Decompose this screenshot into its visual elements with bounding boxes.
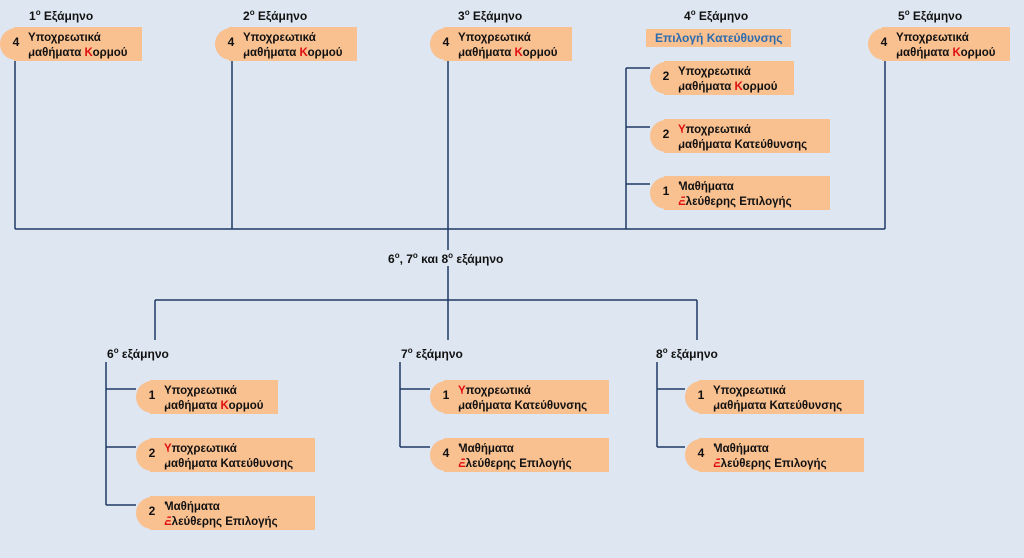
- semester-3-title: 3ο Εξάμηνο: [458, 8, 523, 23]
- semesters-6-7-8-title: 6ο, 7ο και 8ο εξάμηνο: [388, 251, 504, 266]
- semester-4-title: 4ο Εξάμηνο: [684, 8, 749, 23]
- semester-7-title: 7ο εξάμηνο: [401, 346, 463, 361]
- semester-6-title: 6ο εξάμηνο: [107, 346, 169, 361]
- semester-5-title: 5ο Εξάμηνο: [898, 8, 963, 23]
- semester-1-title: 1ο Εξάμηνο: [29, 8, 94, 23]
- semester-2-title: 2ο Εξάμηνο: [243, 8, 308, 23]
- specialization-choice-label: Επιλογή Κατεύθυνσης: [646, 29, 792, 47]
- semester-8-title: 8ο εξάμηνο: [656, 346, 718, 361]
